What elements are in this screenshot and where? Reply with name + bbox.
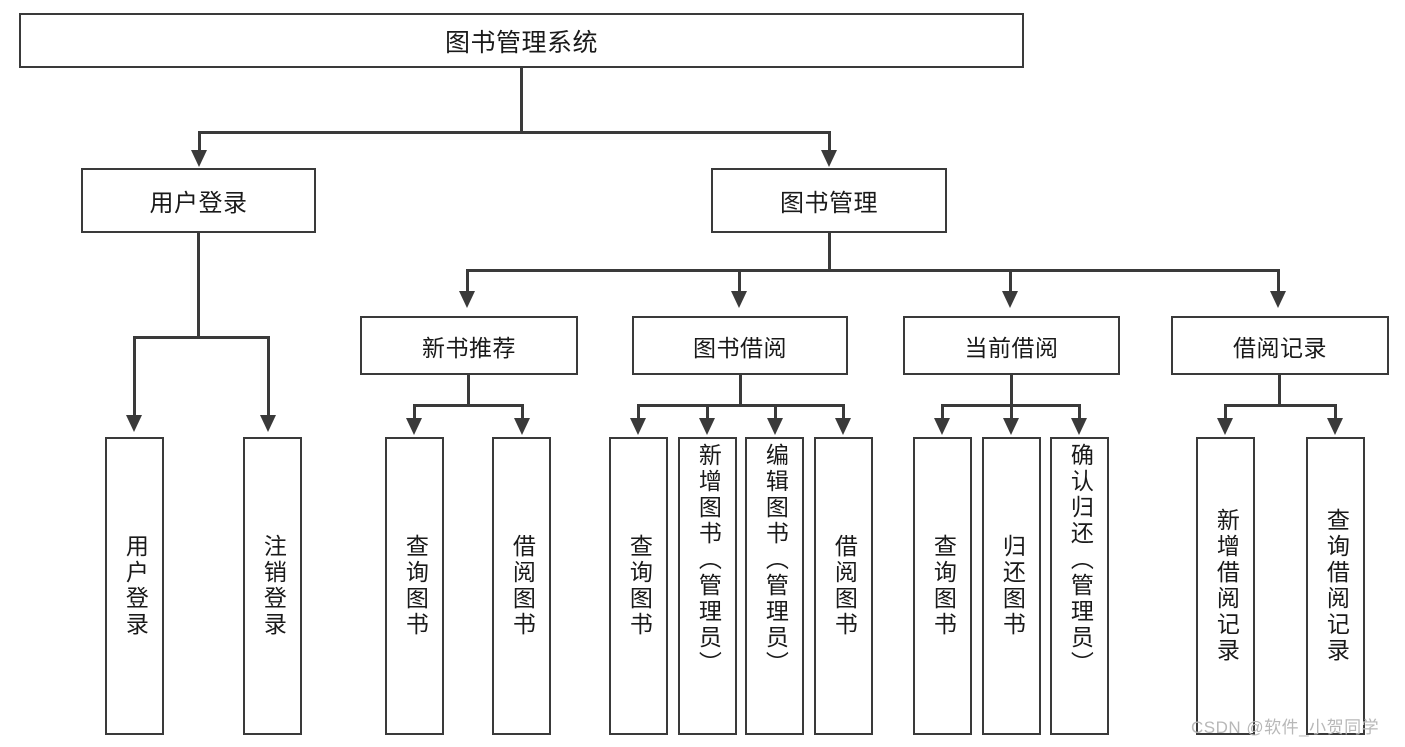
connector-new-book-leaf-2 bbox=[521, 404, 524, 422]
connector-book-management-stem bbox=[828, 233, 831, 271]
connector-book-management-bus bbox=[466, 269, 1280, 272]
connector-new-book-bus bbox=[413, 404, 524, 407]
leaf-confirm-return[interactable]: 确认归还（管理员） bbox=[1050, 437, 1109, 735]
connector-current-borrow-stem bbox=[1010, 375, 1013, 407]
node-label: 图书管理系统 bbox=[444, 28, 598, 57]
leaf-label: 查询图书 bbox=[626, 534, 653, 638]
leaf-add-book[interactable]: 新增图书（管理员） bbox=[678, 437, 737, 735]
connector-book-borrow-stem bbox=[739, 375, 742, 407]
leaf-edit-book[interactable]: 编辑图书（管理员） bbox=[745, 437, 804, 735]
arrowhead-leaf-user-login bbox=[126, 415, 142, 432]
leaf-label: 确认归还（管理员） bbox=[1067, 443, 1094, 677]
leaf-borrow-book-new[interactable]: 借阅图书 bbox=[492, 437, 551, 735]
node-label: 图书管理 bbox=[780, 190, 878, 217]
node-label: 图书借阅 bbox=[693, 334, 787, 361]
leaf-label: 查询图书 bbox=[402, 534, 429, 638]
connector-new-book-stem bbox=[467, 375, 470, 407]
leaf-label: 注销登录 bbox=[260, 534, 287, 638]
leaf-query-book-borrow[interactable]: 查询图书 bbox=[609, 437, 668, 735]
node-user-login[interactable]: 用户登录 bbox=[81, 168, 316, 233]
leaf-label: 借阅图书 bbox=[509, 534, 536, 638]
connector-root-to-user-login bbox=[198, 131, 201, 157]
connector-bm-to-current-borrow bbox=[1009, 269, 1012, 298]
connector-book-borrow-leaf-2 bbox=[706, 404, 709, 422]
connector-root-bus bbox=[198, 131, 830, 134]
connector-current-borrow-leaf-1 bbox=[941, 404, 944, 422]
node-book-management[interactable]: 图书管理 bbox=[711, 168, 947, 233]
arrowhead-new-book-recommend bbox=[459, 291, 475, 308]
arrowhead-leaf-add-record bbox=[1217, 418, 1233, 435]
connector-user-login-bus bbox=[133, 336, 269, 339]
connector-bm-to-new-book bbox=[466, 269, 469, 298]
connector-root-stem bbox=[520, 68, 523, 133]
connector-book-borrow-bus bbox=[637, 404, 845, 407]
node-borrow-record[interactable]: 借阅记录 bbox=[1171, 316, 1389, 375]
arrowhead-leaf-return-book bbox=[1003, 418, 1019, 435]
connector-bm-to-borrow-record bbox=[1277, 269, 1280, 298]
leaf-query-borrow-record[interactable]: 查询借阅记录 bbox=[1306, 437, 1365, 735]
connector-borrow-record-leaf-2 bbox=[1334, 404, 1337, 422]
arrowhead-current-borrow bbox=[1002, 291, 1018, 308]
leaf-label: 编辑图书（管理员） bbox=[762, 443, 789, 677]
node-label: 当前借阅 bbox=[964, 334, 1059, 361]
connector-book-borrow-leaf-4 bbox=[842, 404, 845, 422]
arrowhead-book-management bbox=[821, 150, 837, 167]
arrowhead-borrow-record bbox=[1270, 291, 1286, 308]
arrowhead-leaf-query-book-1 bbox=[406, 418, 422, 435]
node-label: 借阅记录 bbox=[1233, 334, 1327, 361]
arrowhead-leaf-query-book-2 bbox=[630, 418, 646, 435]
arrowhead-leaf-borrow-book-2 bbox=[835, 418, 851, 435]
connector-borrow-record-leaf-1 bbox=[1224, 404, 1227, 422]
connector-current-borrow-leaf-2 bbox=[1010, 404, 1013, 422]
connector-new-book-leaf-1 bbox=[413, 404, 416, 422]
leaf-label: 查询图书 bbox=[930, 534, 957, 638]
arrowhead-leaf-query-record bbox=[1327, 418, 1343, 435]
node-label: 用户登录 bbox=[149, 190, 248, 217]
leaf-logout[interactable]: 注销登录 bbox=[243, 437, 302, 735]
leaf-return-book[interactable]: 归还图书 bbox=[982, 437, 1041, 735]
connector-root-to-book-management bbox=[828, 131, 831, 157]
connector-current-borrow-leaf-3 bbox=[1078, 404, 1081, 422]
arrowhead-leaf-logout bbox=[260, 415, 276, 432]
connector-book-borrow-leaf-1 bbox=[637, 404, 640, 422]
leaf-query-book-new[interactable]: 查询图书 bbox=[385, 437, 444, 735]
arrowhead-user-login bbox=[191, 150, 207, 167]
connector-user-login-leaf-2 bbox=[267, 336, 270, 420]
node-new-book-recommend[interactable]: 新书推荐 bbox=[360, 316, 578, 375]
arrowhead-book-borrow bbox=[731, 291, 747, 308]
arrowhead-leaf-add-book bbox=[699, 418, 715, 435]
leaf-label: 用户登录 bbox=[122, 534, 149, 638]
connector-user-login-leaf-1 bbox=[133, 336, 136, 420]
connector-book-borrow-leaf-3 bbox=[774, 404, 777, 422]
leaf-query-book-current[interactable]: 查询图书 bbox=[913, 437, 972, 735]
arrowhead-leaf-confirm-return bbox=[1071, 418, 1087, 435]
leaf-label: 归还图书 bbox=[999, 534, 1026, 638]
node-book-borrow[interactable]: 图书借阅 bbox=[632, 316, 848, 375]
leaf-borrow-book[interactable]: 借阅图书 bbox=[814, 437, 873, 735]
leaf-label: 新增图书（管理员） bbox=[695, 443, 722, 677]
node-label: 新书推荐 bbox=[422, 334, 516, 361]
leaf-add-borrow-record[interactable]: 新增借阅记录 bbox=[1196, 437, 1255, 735]
connector-bm-to-book-borrow bbox=[738, 269, 741, 298]
arrowhead-leaf-query-book-3 bbox=[934, 418, 950, 435]
leaf-user-login[interactable]: 用户登录 bbox=[105, 437, 164, 735]
connector-user-login-stem bbox=[197, 233, 200, 338]
connector-borrow-record-stem bbox=[1278, 375, 1281, 407]
leaf-label: 查询借阅记录 bbox=[1323, 508, 1350, 664]
node-root-book-management-system[interactable]: 图书管理系统 bbox=[19, 13, 1024, 68]
connector-borrow-record-bus bbox=[1224, 404, 1337, 407]
leaf-label: 新增借阅记录 bbox=[1213, 508, 1240, 664]
arrowhead-leaf-edit-book bbox=[767, 418, 783, 435]
arrowhead-leaf-borrow-book-1 bbox=[514, 418, 530, 435]
node-current-borrow[interactable]: 当前借阅 bbox=[903, 316, 1120, 375]
leaf-label: 借阅图书 bbox=[831, 534, 858, 638]
